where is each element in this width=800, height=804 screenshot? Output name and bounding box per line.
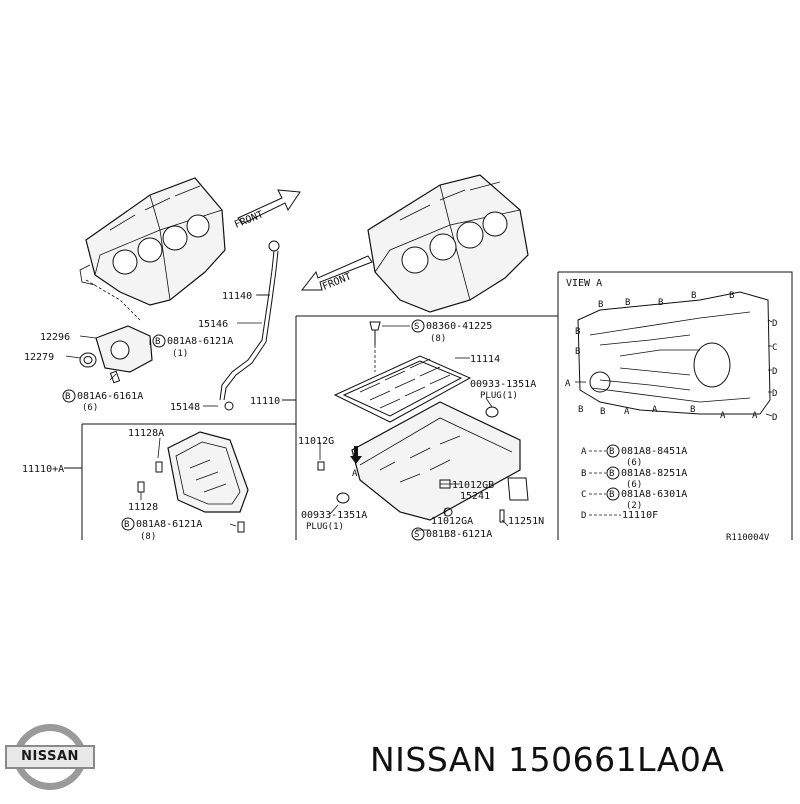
view-a-b-5: B (729, 291, 734, 301)
callout-11128A: 11128A (128, 428, 164, 439)
nissan-logo: NISSAN (4, 718, 96, 796)
view-a-b-10: B (690, 405, 695, 415)
callout-081A8-6121A-top-qty: (1) (172, 349, 188, 359)
nissan-logo-emblem-icon (5, 723, 95, 791)
view-a-a-side: A (565, 379, 571, 389)
callout-11012G: 11012G (298, 436, 334, 447)
view-a-c-1: C (772, 343, 777, 353)
callout-12279: 12279 (24, 352, 54, 363)
callout-11114: 11114 (470, 354, 500, 365)
callout-081A8-6121A-bot: 081A8-6121A (136, 519, 202, 530)
legend-part-d: 11110F (622, 510, 658, 521)
reference-code: R110004V (726, 533, 770, 543)
callout-s-marker-2: S (414, 530, 419, 540)
legend-row-d: D 11110F (581, 510, 658, 521)
part-number-title: NISSAN 150661LA0A (370, 740, 725, 779)
view-a-box: VIEW A B B B B B B B B B B D D D D C A A… (557, 271, 793, 540)
callout-12296: 12296 (40, 332, 70, 343)
callout-11251N: 11251N (508, 516, 544, 527)
callout-11110: 11110 (250, 396, 280, 407)
view-a-b-7: B (575, 347, 580, 357)
center-box: A (282, 315, 558, 540)
view-a-d-2: D (772, 367, 777, 377)
view-a-b-2: B (625, 298, 630, 308)
svg-text:C: C (581, 490, 586, 500)
callout-00933-1351A-left: 00933-1351A (301, 510, 367, 521)
callout-labels: 11140 15146 15148 12296 12279 B 081A8-61… (22, 291, 544, 542)
view-a-a-2: A (652, 405, 658, 415)
svg-text:D: D (581, 511, 586, 521)
callout-11140: 11140 (222, 291, 252, 302)
callout-11012GB: 11012GB (452, 480, 494, 491)
callout-b-marker-1: B (155, 337, 160, 347)
callout-11128: 11128 (128, 502, 158, 513)
legend-part-b: 081A8-8251A (621, 468, 687, 479)
callout-08360-41225: 08360-41225 (426, 321, 492, 332)
nissan-logo-text: NISSAN (21, 749, 79, 764)
view-a-a-3: A (720, 411, 726, 421)
view-a-b-1: B (598, 300, 603, 310)
view-a-a-4: A (752, 411, 758, 421)
callout-plug-right: PLUG(1) (480, 391, 518, 401)
callout-11012GA: 11012GA (431, 516, 473, 527)
dipstick-assembly (219, 240, 280, 411)
callout-s-marker-1: S (414, 322, 419, 332)
legend-part-a: 081A8-8451A (621, 446, 687, 457)
callout-15241: 15241 (460, 491, 490, 502)
callout-081A8-6121A-bot-qty: (8) (140, 532, 156, 542)
view-arrow-a-label: A (352, 469, 358, 479)
view-a-d-3: D (772, 389, 777, 399)
callout-081B8-6121A: 081B8-6121A (426, 529, 492, 540)
callout-00933-1351A-right: 00933-1351A (470, 379, 536, 390)
front-arrow-2: FRONT (300, 255, 373, 293)
callout-b-marker-3: B (124, 520, 129, 530)
legend-row-a: A B 081A8-8451A (6) (581, 444, 687, 468)
view-a-title: VIEW A (566, 278, 602, 289)
legend-part-c: 081A8-6301A (621, 489, 687, 500)
view-a-legend: A B 081A8-8451A (6) B B 081A8-8251A (6) … (581, 444, 687, 521)
view-a-b-3: B (658, 298, 663, 308)
upper-left-leaders (65, 294, 270, 407)
lower-left-box (64, 423, 296, 540)
front-arrow-1: FRONT (233, 189, 301, 231)
view-a-d-4: D (772, 413, 777, 423)
svg-text:B: B (609, 447, 614, 457)
callout-08360-41225-qty: (8) (430, 334, 446, 344)
svg-text:A: A (581, 447, 587, 457)
view-a-b-6: B (575, 327, 580, 337)
callout-081A6-6161A-qty: (6) (82, 403, 98, 413)
view-a-a-1: A (624, 407, 630, 417)
legend-qty-a: (6) (626, 458, 642, 468)
front-cover-seal (79, 325, 153, 384)
svg-text:B: B (581, 469, 586, 479)
engine-block-left (79, 177, 226, 321)
svg-text:B: B (609, 469, 614, 479)
callout-plug-left: PLUG(1) (306, 522, 344, 532)
legend-row-c: C B 081A8-6301A (2) (581, 487, 687, 511)
view-a-b-9: B (600, 407, 605, 417)
legend-qty-c: (2) (626, 501, 642, 511)
view-a-b-8: B (578, 405, 583, 415)
view-a-b-4: B (691, 291, 696, 301)
callout-b-marker-2: B (65, 392, 70, 402)
engine-block-right (367, 174, 529, 313)
callout-11110-plus-a: 11110+A (22, 464, 64, 475)
legend-row-b: B B 081A8-8251A (6) (581, 466, 687, 490)
view-a-d-1: D (772, 319, 777, 329)
legend-qty-b: (6) (626, 480, 642, 490)
callout-15148: 15148 (170, 402, 200, 413)
callout-15146: 15146 (198, 319, 228, 330)
callout-081A6-6161A: 081A6-6161A (77, 391, 143, 402)
svg-text:B: B (609, 490, 614, 500)
callout-081A8-6121A-top: 081A8-6121A (167, 336, 233, 347)
